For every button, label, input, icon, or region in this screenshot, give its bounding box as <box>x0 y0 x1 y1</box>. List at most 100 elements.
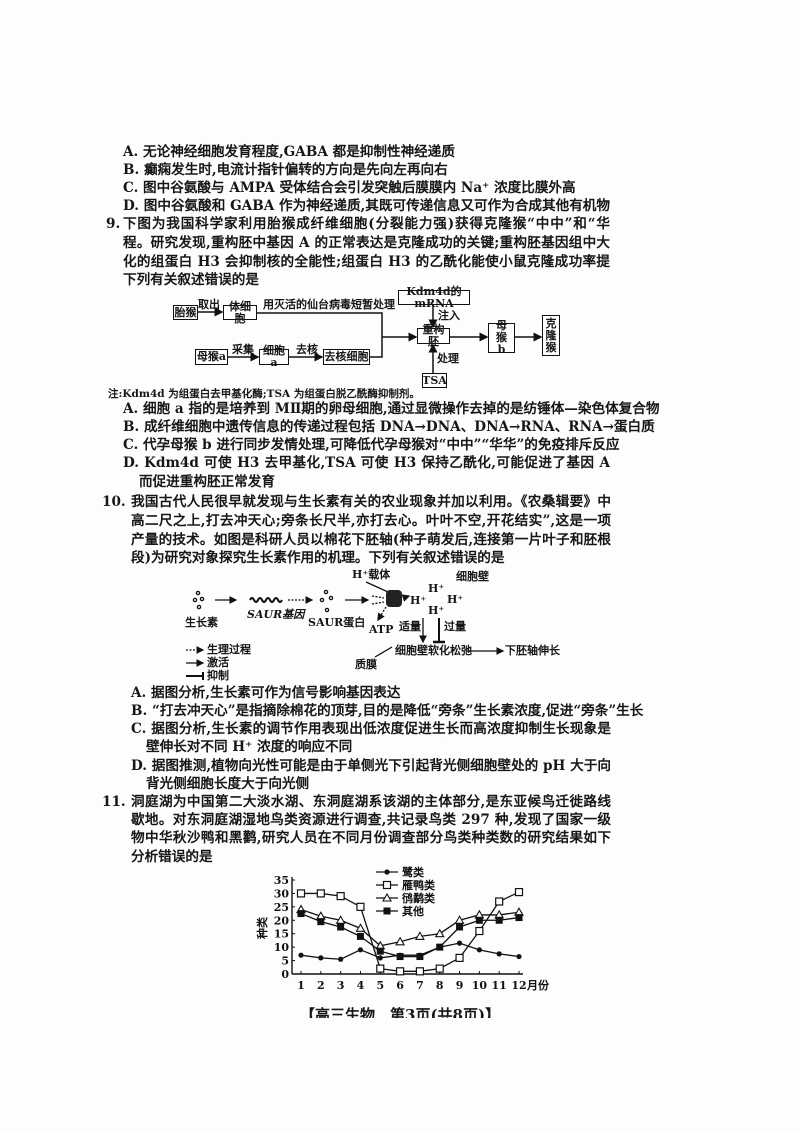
data-point <box>298 952 304 958</box>
data-point <box>318 955 324 961</box>
h-ion-label: H⁺ <box>428 604 445 617</box>
q9-option-a: A. 细胞 a 指的是培养到 MⅡ期的卵母细胞,通过显微操作去掉的是纺锤体—染色… <box>123 401 660 417</box>
q9-stem-line: 程。研究发现,重构胚中基因 A 的正常表达是克隆成功的关键;重构胚基因组中大量被… <box>123 235 610 251</box>
q10-option-a: A. 据图分析,生长素可作为信号影响基因表达 <box>131 685 401 701</box>
q11-stem-line: 洞庭湖为中国第二大淡水湖、东洞庭湖系该湖的主体部分,是东亚候鸟迁徙路线上的重要停 <box>131 794 611 810</box>
legend-label: 雁鸭类 <box>402 878 436 892</box>
x-tick-label: 10 <box>472 979 488 992</box>
plasma-membrane-label: 质膜 <box>355 658 377 671</box>
x-tick-label: 11 <box>492 979 507 992</box>
fetal-monkey-box: 胎猴 <box>173 305 198 320</box>
q10-stem-line: 我国古代人民很早就发现与生长素有关的农业现象并加以利用。《农桑辑要》中记载:“苗… <box>131 494 611 510</box>
mother-a-label: 母猴a <box>196 350 227 363</box>
data-point <box>475 916 483 924</box>
cell-a-box: 细胞a <box>259 345 289 369</box>
x-tick-label: 12 <box>511 979 526 992</box>
data-point <box>296 889 306 898</box>
x-tick-label: 7 <box>416 979 424 992</box>
tsa-box: TSA <box>422 373 447 388</box>
q10-option-b: B. “打去冲天心”是指摘除棉花的顶芽,目的是降低“旁条”生长素浓度,促进“旁条… <box>131 703 644 719</box>
q10-option-c: C. 据图分析,生长素的调节作用表现出低浓度促进生长而高浓度抑制生长现象是由于细… <box>131 721 611 737</box>
legend-label: 其他 <box>402 904 424 918</box>
data-point <box>357 947 364 953</box>
hypocotyl-elongation-label: 下胚轴伸长 <box>505 644 560 657</box>
legend-marker <box>382 880 392 890</box>
legend-label: 鹭类 <box>402 865 425 879</box>
y-tick-label: 35 <box>274 874 289 887</box>
mother-a-box: 母猴a <box>195 349 228 365</box>
q10-option-d-cont: 背光侧细胞长度大于向光侧 <box>146 776 310 792</box>
q10-option-d: D. 据图推测,植物向光性可能是由于单侧光下引起背光侧细胞壁处的 pH 大于向光… <box>131 758 611 774</box>
data-point <box>335 915 346 924</box>
y-tick-label: 15 <box>274 928 289 941</box>
virus-treatment-label: 用灭活的仙台病毒短暂处理 <box>263 298 395 311</box>
x-tick-label: 2 <box>317 979 325 992</box>
q11-stem-line: 分析错误的是 <box>131 849 213 865</box>
data-point <box>415 967 425 976</box>
page-footer: 【高三生物 第3页(共8页)】 <box>300 1006 501 1018</box>
data-point <box>495 897 504 906</box>
data-point <box>436 943 444 951</box>
somatic-cell-label: 体细胞 <box>229 299 251 325</box>
x-tick-label: 4 <box>357 979 365 992</box>
enucleated-cell-box: 去核细胞 <box>323 349 370 365</box>
q10-option-c-cont: 壁伸长对不同 H⁺ 浓度的响应不同 <box>146 739 353 755</box>
q10-stem-line: 产量的技术。如图是科研人员以棉花下胚轴(种子萌发后,连接第一片叶子和胚根之间的茎 <box>131 532 611 548</box>
data-point <box>356 932 364 940</box>
q9-stem-line: 化的组蛋白 H3 会抑制核的全能性;组蛋白 H3 的乙酰化能使小鼠克隆成功率提高… <box>123 254 610 270</box>
collect-label: 采集 <box>232 343 254 356</box>
moderate-label: 适量 <box>399 620 421 633</box>
legend-marker <box>384 869 390 875</box>
mother-b-label: 母猴b <box>496 319 507 356</box>
saur-gene-label: SAUR基因 <box>247 608 305 621</box>
data-point <box>516 953 522 960</box>
data-point <box>435 964 444 973</box>
data-point <box>456 940 463 946</box>
y-tick-label: 10 <box>274 941 290 954</box>
data-point <box>476 947 482 953</box>
x-tick-label: 1 <box>297 979 305 992</box>
y-axis-label: 种类 <box>255 916 269 940</box>
data-point <box>434 928 445 938</box>
somatic-cell-box: 体细胞 <box>223 300 257 324</box>
wall-loosening-label: 细胞壁软化松弛 <box>395 644 472 657</box>
atp-label: ATP <box>369 623 394 636</box>
q10-stem-line: 段)为研究对象探究生长素作用的机理。下列有关叙述错误的是 <box>131 550 505 566</box>
data-point <box>317 918 325 926</box>
data-point <box>316 889 325 898</box>
take-out-label: 取出 <box>198 298 220 311</box>
legend-inhibition: 抑制 <box>207 669 229 682</box>
data-point <box>337 923 345 931</box>
data-point <box>414 931 425 940</box>
series-line-3 <box>300 908 520 947</box>
mother-b-box: 母猴b <box>488 319 515 356</box>
data-point <box>356 902 365 911</box>
legend-marker <box>383 907 391 915</box>
q8-option-b: B. 癫痫发生时,电流计指针偏转的方向是先向左再向右 <box>123 162 448 178</box>
q9-stem-line: 下图为我国科学家利用胎猴成纤维细胞(分裂能力强)获得克隆猴“中中”和“华华”的具… <box>123 216 610 232</box>
legend-activation: 激活 <box>207 656 229 669</box>
cell-wall-label: 细胞壁 <box>456 570 489 583</box>
q11-stem-line: 物中华秋沙鸭和黑鹳,研究人员在不同月份调查部分鸟类种类数的研究结果如下图。下列 <box>131 830 611 846</box>
y-tick-label: 20 <box>274 914 290 927</box>
data-point <box>416 953 424 961</box>
auxin-label: 生长素 <box>185 616 218 629</box>
clone-monkey-label: 克隆猴 <box>545 316 557 354</box>
q8-option-c: C. 图中谷氨酸与 AMPA 受体结合会引发突触后膜膜内 Na⁺ 浓度比膜外高 <box>123 180 576 196</box>
reconstructed-embryo-box: 重构胚 <box>417 324 450 348</box>
q9-option-d: D. Kdm4d 可使 H3 去甲基化,TSA 可使 H3 保持乙酰化,可能促进… <box>123 455 610 471</box>
q9-number: 9. <box>106 216 121 232</box>
data-point <box>376 964 385 973</box>
data-point <box>338 956 344 962</box>
data-point <box>454 915 465 924</box>
legend-marker <box>382 892 392 902</box>
q8-option-d: D. 图中谷氨酸和 GABA 作为神经递质,其既可传递信息又可作为合成其他有机物… <box>123 198 610 214</box>
kdm4d-mrna-box: Kdm4d的mRNA <box>398 285 470 309</box>
reconstructed-embryo-label: 重构胚 <box>422 323 445 348</box>
y-tick-label: 25 <box>274 901 289 914</box>
q11-stem-line: 歇地。对东洞庭湖湿地鸟类资源进行调查,共记录鸟类 297 种,发现了国家一级保护… <box>131 812 611 828</box>
x-tick-label: 6 <box>396 979 404 992</box>
